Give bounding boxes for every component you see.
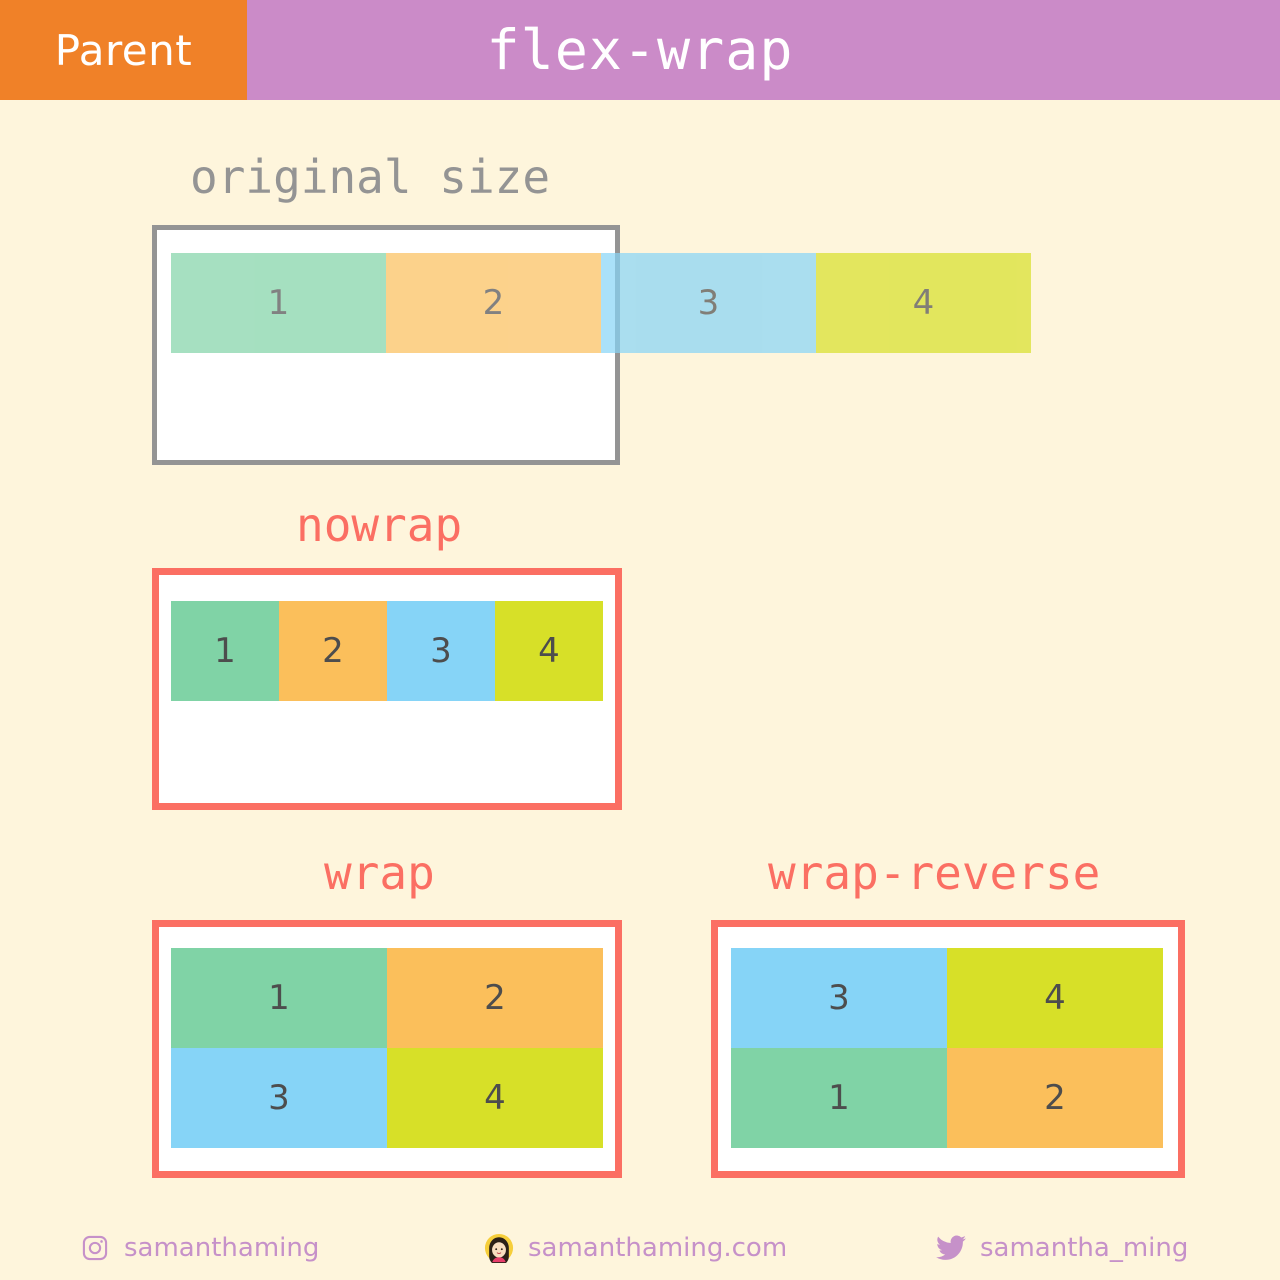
flex-item-label: 1 <box>828 1078 850 1118</box>
flex-item-1: 1 <box>171 601 279 701</box>
flex-item-label: 2 <box>484 978 506 1018</box>
flex-item-label: 4 <box>538 631 560 671</box>
flex-item-label: 4 <box>484 1078 506 1118</box>
flex-item-2: 2 <box>387 948 603 1048</box>
parent-tab-label: Parent <box>54 25 193 75</box>
flex-item-label: 1 <box>267 283 290 323</box>
section-label-wrap: wrap <box>324 846 435 900</box>
flex-item-label: 2 <box>482 283 505 323</box>
footer-item-label: samanthaming <box>124 1233 320 1263</box>
footer-item-label: samanthaming.com <box>528 1233 788 1263</box>
flex-item-label: 3 <box>828 978 850 1018</box>
flex-item-4: 4 <box>495 601 603 701</box>
section-label-original-size: original size <box>190 150 551 204</box>
flex-item-3: 3 <box>387 601 495 701</box>
section-label-nowrap: nowrap <box>296 498 463 552</box>
footer-item-website[interactable]: samanthaming.com <box>484 1233 787 1263</box>
section-label-wrap-reverse: wrap-reverse <box>768 846 1101 900</box>
flex-item-label: 4 <box>1044 978 1066 1018</box>
flex-item-3: 3 <box>731 948 947 1048</box>
items-wrap-reverse: 3 4 1 2 <box>731 948 1163 1148</box>
flex-item-label: 2 <box>1044 1078 1066 1118</box>
flex-item-label: 2 <box>322 631 344 671</box>
flex-item-4: 4 <box>816 253 1031 353</box>
items-original-size: 1 2 3 4 <box>171 253 1031 353</box>
flex-item-1: 1 <box>171 948 387 1048</box>
parent-tab: Parent <box>0 0 247 100</box>
flex-item-label: 1 <box>268 978 290 1018</box>
flex-item-2: 2 <box>386 253 601 353</box>
footer-item-twitter[interactable]: samantha_ming <box>936 1233 1188 1263</box>
twitter-icon <box>936 1233 966 1263</box>
instagram-icon <box>80 1233 110 1263</box>
page-title-text: flex-wrap <box>486 18 794 82</box>
page-header: Parent flex-wrap <box>0 0 1280 100</box>
flex-item-1: 1 <box>731 1048 947 1148</box>
flex-item-label: 3 <box>268 1078 290 1118</box>
flex-item-label: 1 <box>214 631 236 671</box>
flex-item-label: 3 <box>697 283 720 323</box>
items-wrap: 1 2 3 4 <box>171 948 603 1148</box>
footer-item-label: samantha_ming <box>980 1233 1189 1263</box>
flex-item-label: 3 <box>430 631 452 671</box>
flex-item-4: 4 <box>947 948 1163 1048</box>
page-footer: samanthaming samanthaming.com samantha_m… <box>0 1218 1280 1278</box>
flex-item-1: 1 <box>171 253 386 353</box>
flex-item-2: 2 <box>947 1048 1163 1148</box>
footer-item-instagram[interactable]: samanthaming <box>80 1233 319 1263</box>
flex-item-3: 3 <box>171 1048 387 1148</box>
flex-item-label: 4 <box>912 283 935 323</box>
flex-item-3: 3 <box>601 253 816 353</box>
items-nowrap: 1 2 3 4 <box>171 601 603 701</box>
flex-item-4: 4 <box>387 1048 603 1148</box>
avatar-icon <box>484 1233 514 1263</box>
flex-item-2: 2 <box>279 601 387 701</box>
page-title: flex-wrap <box>247 0 1280 100</box>
